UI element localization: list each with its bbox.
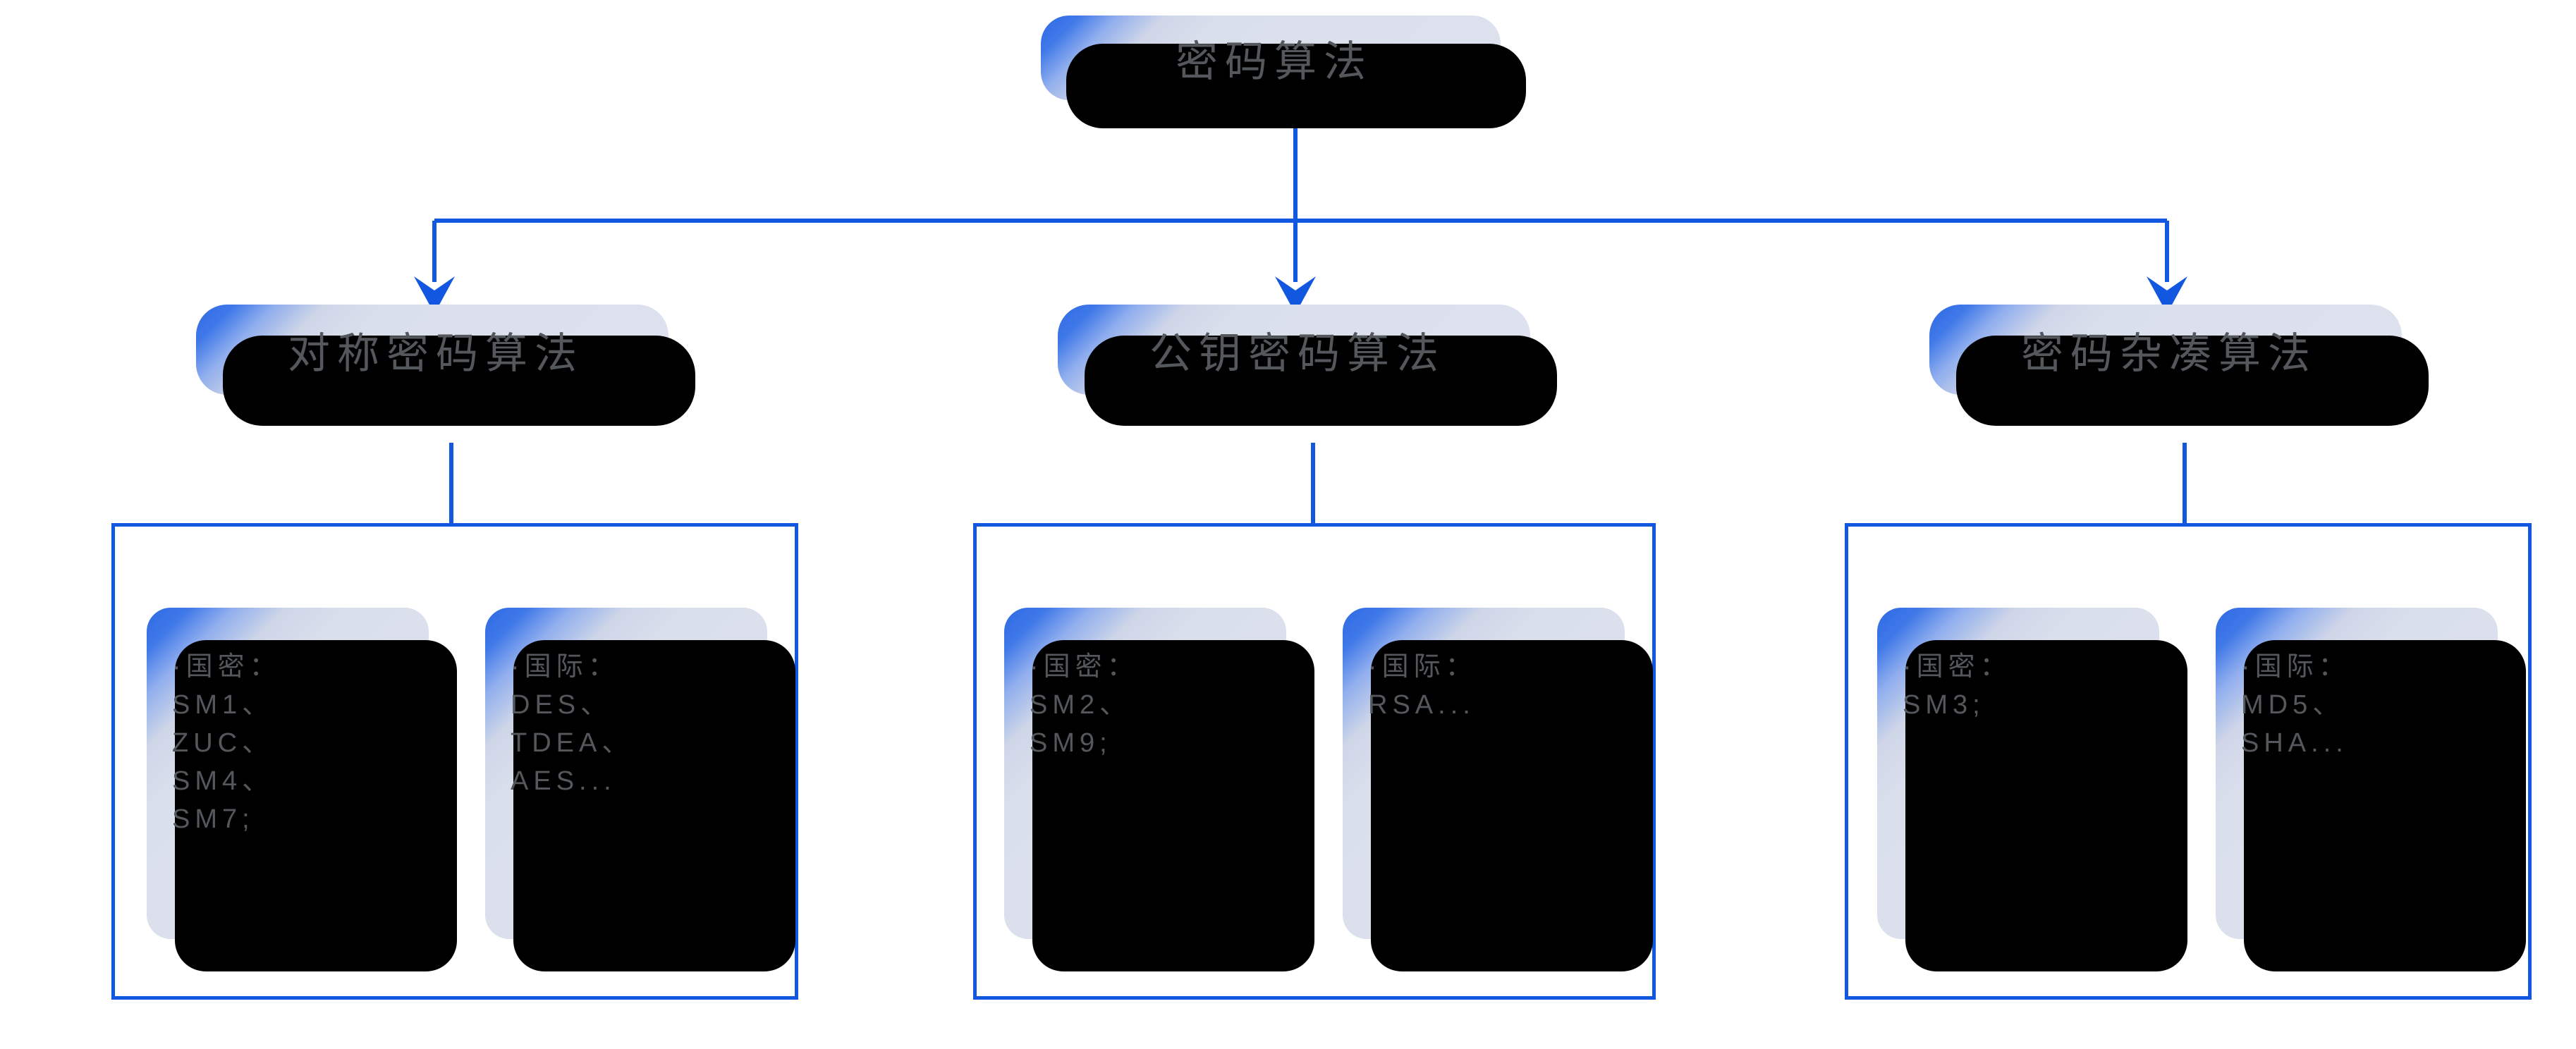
node-symmetric[interactable]: 对称密码算法 — [196, 305, 669, 395]
group-frame-public-key — [973, 523, 1656, 1000]
node-symmetric-label: 对称密码算法 — [288, 329, 584, 377]
group-frame-symmetric — [111, 523, 798, 1000]
leaf-public-key-international[interactable]: ·国际： RSA... — [1343, 608, 1625, 939]
leaf-symmetric-international[interactable]: ·国际： DES、 TDEA、 AES... — [485, 608, 767, 939]
leaf-public-key-domestic[interactable]: ·国密： SM2、 SM9; — [1004, 608, 1286, 939]
leaf-hash-international-text: ·国际： MD5、 SHA... — [2241, 652, 2350, 758]
node-hash-label: 密码杂凑算法 — [2021, 329, 2317, 377]
leaf-symmetric-international-text: ·国际： DES、 TDEA、 AES... — [511, 652, 634, 796]
leaf-hash-domestic-text: ·国密： SM3; — [1903, 652, 2012, 720]
leaf-hash-international[interactable]: ·国际： MD5、 SHA... — [2216, 608, 2498, 939]
node-public-key[interactable]: 公钥密码算法 — [1058, 305, 1530, 395]
node-hash[interactable]: 密码杂凑算法 — [1929, 305, 2402, 395]
leaf-public-key-international-text: ·国际： RSA... — [1368, 652, 1477, 720]
leaf-public-key-domestic-text: ·国密： SM2、 SM9; — [1030, 652, 1139, 758]
leaf-symmetric-domestic-text: ·国密： SM1、 ZUC、 SM4、 SM7; — [172, 652, 281, 834]
node-root-label: 密码算法 — [1176, 37, 1373, 85]
group-frame-hash — [1845, 523, 2532, 1000]
node-root[interactable]: 密码算法 — [1041, 16, 1501, 100]
node-public-key-label: 公钥密码算法 — [1149, 329, 1446, 377]
leaf-hash-domestic[interactable]: ·国密： SM3; — [1877, 608, 2159, 939]
leaf-symmetric-domestic[interactable]: ·国密： SM1、 ZUC、 SM4、 SM7; — [147, 608, 429, 939]
